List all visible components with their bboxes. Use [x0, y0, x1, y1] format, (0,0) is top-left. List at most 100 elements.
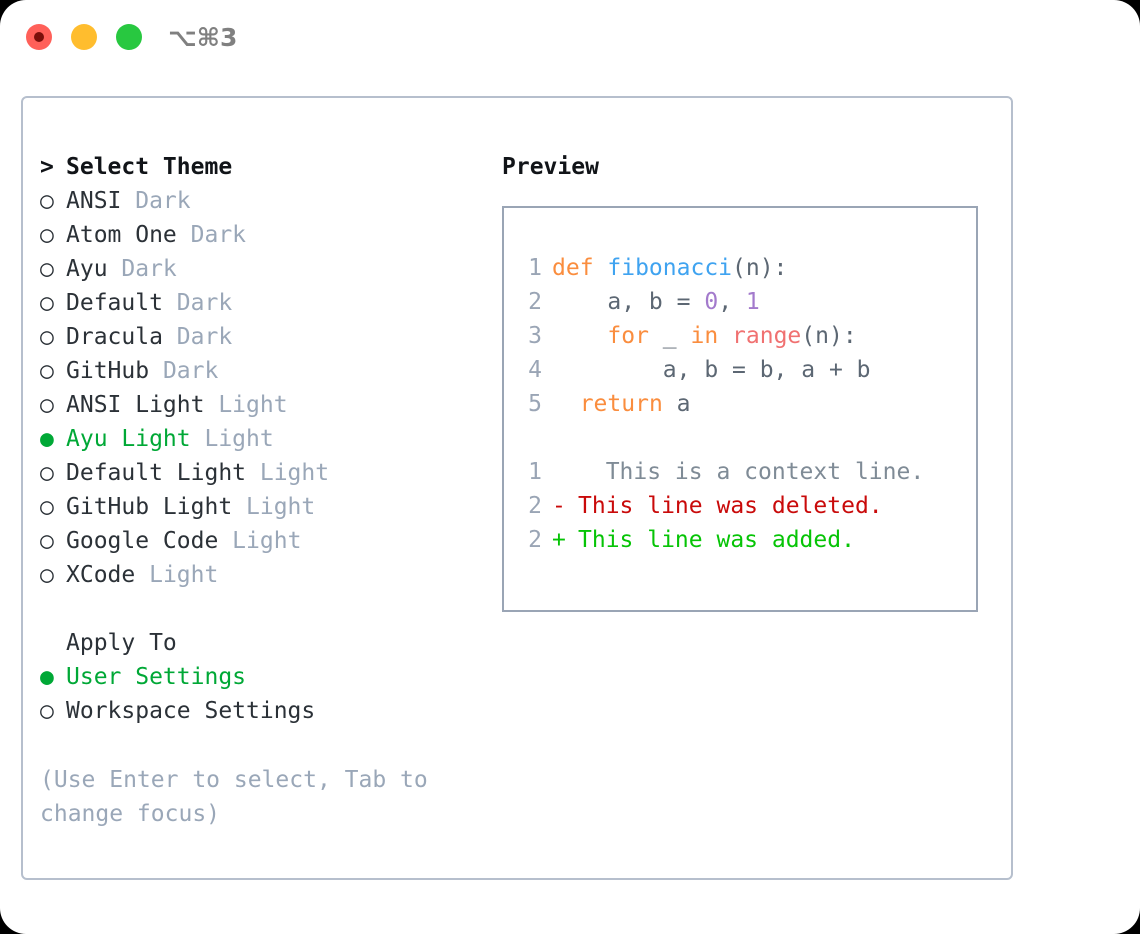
radio-unselected-icon: ○	[40, 188, 54, 214]
code-token: 1	[745, 289, 760, 315]
code-token: a, b =	[552, 289, 705, 315]
theme-list-item[interactable]: ○ Ayu Dark	[40, 252, 480, 286]
theme-list-item[interactable]: ○Dracula Dark	[40, 320, 480, 354]
close-icon	[34, 32, 44, 42]
theme-list-item[interactable]: ●Ayu Light Light	[40, 422, 480, 456]
traffic-light-buttons	[26, 24, 142, 50]
theme-name: XCode	[66, 562, 136, 588]
diff-sign	[552, 455, 578, 489]
apply-to-header: Apply To	[40, 626, 480, 660]
code-blank-line	[516, 421, 924, 455]
diff-line: 1 This is a context line.	[516, 455, 924, 489]
code-token: in	[690, 323, 719, 349]
theme-variant-badge: Dark	[162, 290, 233, 316]
diff-text: This line was added.	[578, 527, 855, 553]
theme-name: ANSI	[66, 188, 122, 214]
theme-list-item[interactable]: ○ Google Code Light	[40, 524, 480, 558]
code-line: 4 a, b = b, a + b	[516, 353, 924, 387]
theme-list-item[interactable]: ○GitHub Light Light	[40, 490, 480, 524]
radio-unselected-icon: ○	[40, 222, 54, 248]
radio-unselected-icon: ○	[40, 494, 54, 520]
radio-unselected-icon: ○	[40, 460, 54, 486]
code-token: return	[579, 391, 663, 417]
theme-list-item[interactable]: ○ Default Dark	[40, 286, 480, 320]
diff-sign: -	[552, 493, 566, 519]
theme-list-item[interactable]: ○ GitHub Dark	[40, 354, 480, 388]
shortcut-label: ⌥⌘3	[168, 23, 238, 52]
code-line-number: 5	[528, 391, 542, 417]
diff-line: 2-This line was deleted.	[516, 489, 924, 523]
diff-line-number: 2	[528, 493, 542, 519]
panel-content: >Select Theme ○ANSI Dark○Atom One Dark○A…	[23, 98, 1011, 878]
theme-name: Google Code	[66, 528, 219, 554]
maximize-button[interactable]	[116, 24, 142, 50]
radio-unselected-icon: ○	[40, 290, 54, 316]
diff-line-number: 2	[528, 527, 542, 553]
diff-text: This line was deleted.	[578, 493, 883, 519]
theme-name: GitHub	[66, 358, 150, 384]
radio-unselected-icon: ○	[40, 256, 54, 282]
theme-name: Atom One	[66, 222, 177, 248]
theme-variant-badge: Dark	[149, 358, 219, 384]
apply-to-option-label: Workspace Settings	[66, 698, 316, 724]
close-button[interactable]	[26, 24, 52, 50]
radio-unselected-icon: ○	[40, 392, 54, 418]
code-token	[552, 391, 580, 417]
diff-text: This is a context line.	[578, 459, 925, 485]
list-spacer	[40, 592, 480, 626]
theme-variant-badge: Light	[204, 392, 288, 418]
code-line: 5 return a	[516, 387, 924, 421]
theme-list-item[interactable]: ○ XCode Light	[40, 558, 480, 592]
apply-to-option[interactable]: ●User Settings	[40, 660, 480, 694]
code-line-number: 4	[528, 357, 542, 383]
title-bar: ⌥⌘3	[0, 0, 1140, 78]
radio-selected-icon: ●	[40, 426, 54, 452]
radio-unselected-icon: ○	[40, 528, 54, 554]
theme-variant-badge: Light	[135, 562, 219, 588]
theme-variant-badge: Light	[218, 528, 302, 554]
preview-title: Preview	[502, 154, 599, 180]
code-line: 3 for _ in range(n):	[516, 319, 924, 353]
code-line-number: 3	[528, 323, 542, 349]
code-token: for	[607, 323, 649, 349]
theme-name: Ayu	[66, 256, 108, 282]
theme-variant-badge: Light	[246, 460, 330, 486]
header-caret-icon: >	[40, 154, 54, 180]
code-line-number: 1	[528, 255, 542, 281]
code-line: 2 a, b = 0, 1	[516, 285, 924, 319]
theme-name: Default	[66, 290, 163, 316]
theme-variant-badge: Dark	[107, 256, 177, 282]
theme-list-item[interactable]: ○ ANSI Dark	[40, 184, 480, 218]
theme-list-item[interactable]: ○ Atom One Dark	[40, 218, 480, 252]
main-panel: >Select Theme ○ANSI Dark○Atom One Dark○A…	[21, 96, 1013, 880]
apply-to-option[interactable]: ○ Workspace Settings	[40, 694, 480, 728]
code-token: 0	[704, 289, 719, 315]
minimize-button[interactable]	[71, 24, 97, 50]
theme-list-item[interactable]: ○ANSI Light Light	[40, 388, 480, 422]
theme-name: Default Light	[66, 460, 247, 486]
theme-selector-column: >Select Theme ○ANSI Dark○Atom One Dark○A…	[40, 150, 480, 728]
diff-sign: +	[552, 527, 566, 553]
radio-unselected-icon: ○	[40, 698, 54, 724]
code-token: (n):	[801, 323, 857, 349]
code-token	[552, 323, 607, 349]
theme-list-item[interactable]: ○ Default Light Light	[40, 456, 480, 490]
theme-variant-badge: Dark	[176, 222, 247, 248]
radio-unselected-icon: ○	[40, 562, 54, 588]
select-theme-header: >Select Theme	[40, 150, 480, 184]
apply-to-label: Apply To	[66, 630, 177, 656]
diff-line: 2 + This line was added.	[516, 523, 924, 557]
code-token: (n):	[732, 255, 788, 281]
theme-variant-badge: Light	[232, 494, 316, 520]
theme-variant-badge: Dark	[121, 188, 191, 214]
radio-unselected-icon: ○	[40, 358, 54, 384]
diff-line-number: 1	[528, 459, 542, 485]
code-token: _	[648, 323, 691, 349]
code-token: range	[732, 323, 802, 349]
code-token: fibonacci	[607, 255, 733, 281]
